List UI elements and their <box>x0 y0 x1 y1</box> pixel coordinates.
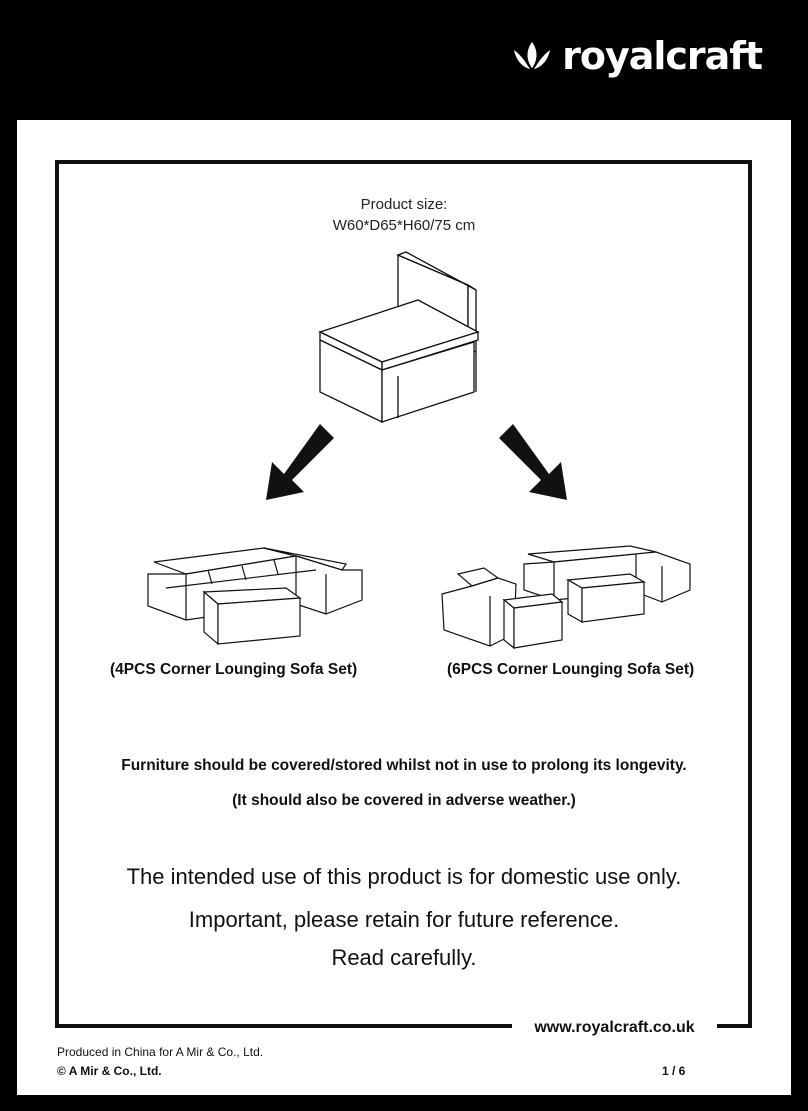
caption-6pcs: (6PCS Corner Lounging Sofa Set) <box>447 661 695 678</box>
product-size-label: Product size: <box>360 196 448 213</box>
page-header <box>0 0 808 120</box>
product-size-value: W60*D65*H60/75 cm <box>332 217 476 234</box>
crown-leaf-icon <box>514 42 551 69</box>
read-carefully-statement: Read carefully. <box>331 945 477 970</box>
website-url[interactable]: www.royalcraft.co.uk <box>534 1019 695 1036</box>
produced-in-text: Produced in China for A Mir & Co., Ltd. <box>57 1045 264 1059</box>
caption-4pcs: (4PCS Corner Lounging Sofa Set) <box>110 661 358 678</box>
content-frame <box>55 160 752 1028</box>
single-seat-illustration <box>318 252 490 424</box>
page-number: 1 / 6 <box>662 1064 686 1078</box>
arrow-down-left-icon <box>266 424 334 500</box>
copyright-text: © A Mir & Co., Ltd. <box>57 1064 162 1078</box>
brand-name: royalcraft <box>562 34 763 78</box>
sofa-set-6pcs-illustration <box>440 544 696 652</box>
brand-logo: royalcraft <box>510 34 763 78</box>
arrow-down-right-icon <box>499 424 567 500</box>
weather-note: (It should also be covered in adverse we… <box>232 792 576 809</box>
domestic-use-statement: The intended use of this product is for … <box>126 864 682 889</box>
sofa-set-4pcs-illustration <box>146 544 366 648</box>
cover-note: Furniture should be covered/stored whils… <box>121 757 687 774</box>
retain-statement: Important, please retain for future refe… <box>188 907 620 932</box>
